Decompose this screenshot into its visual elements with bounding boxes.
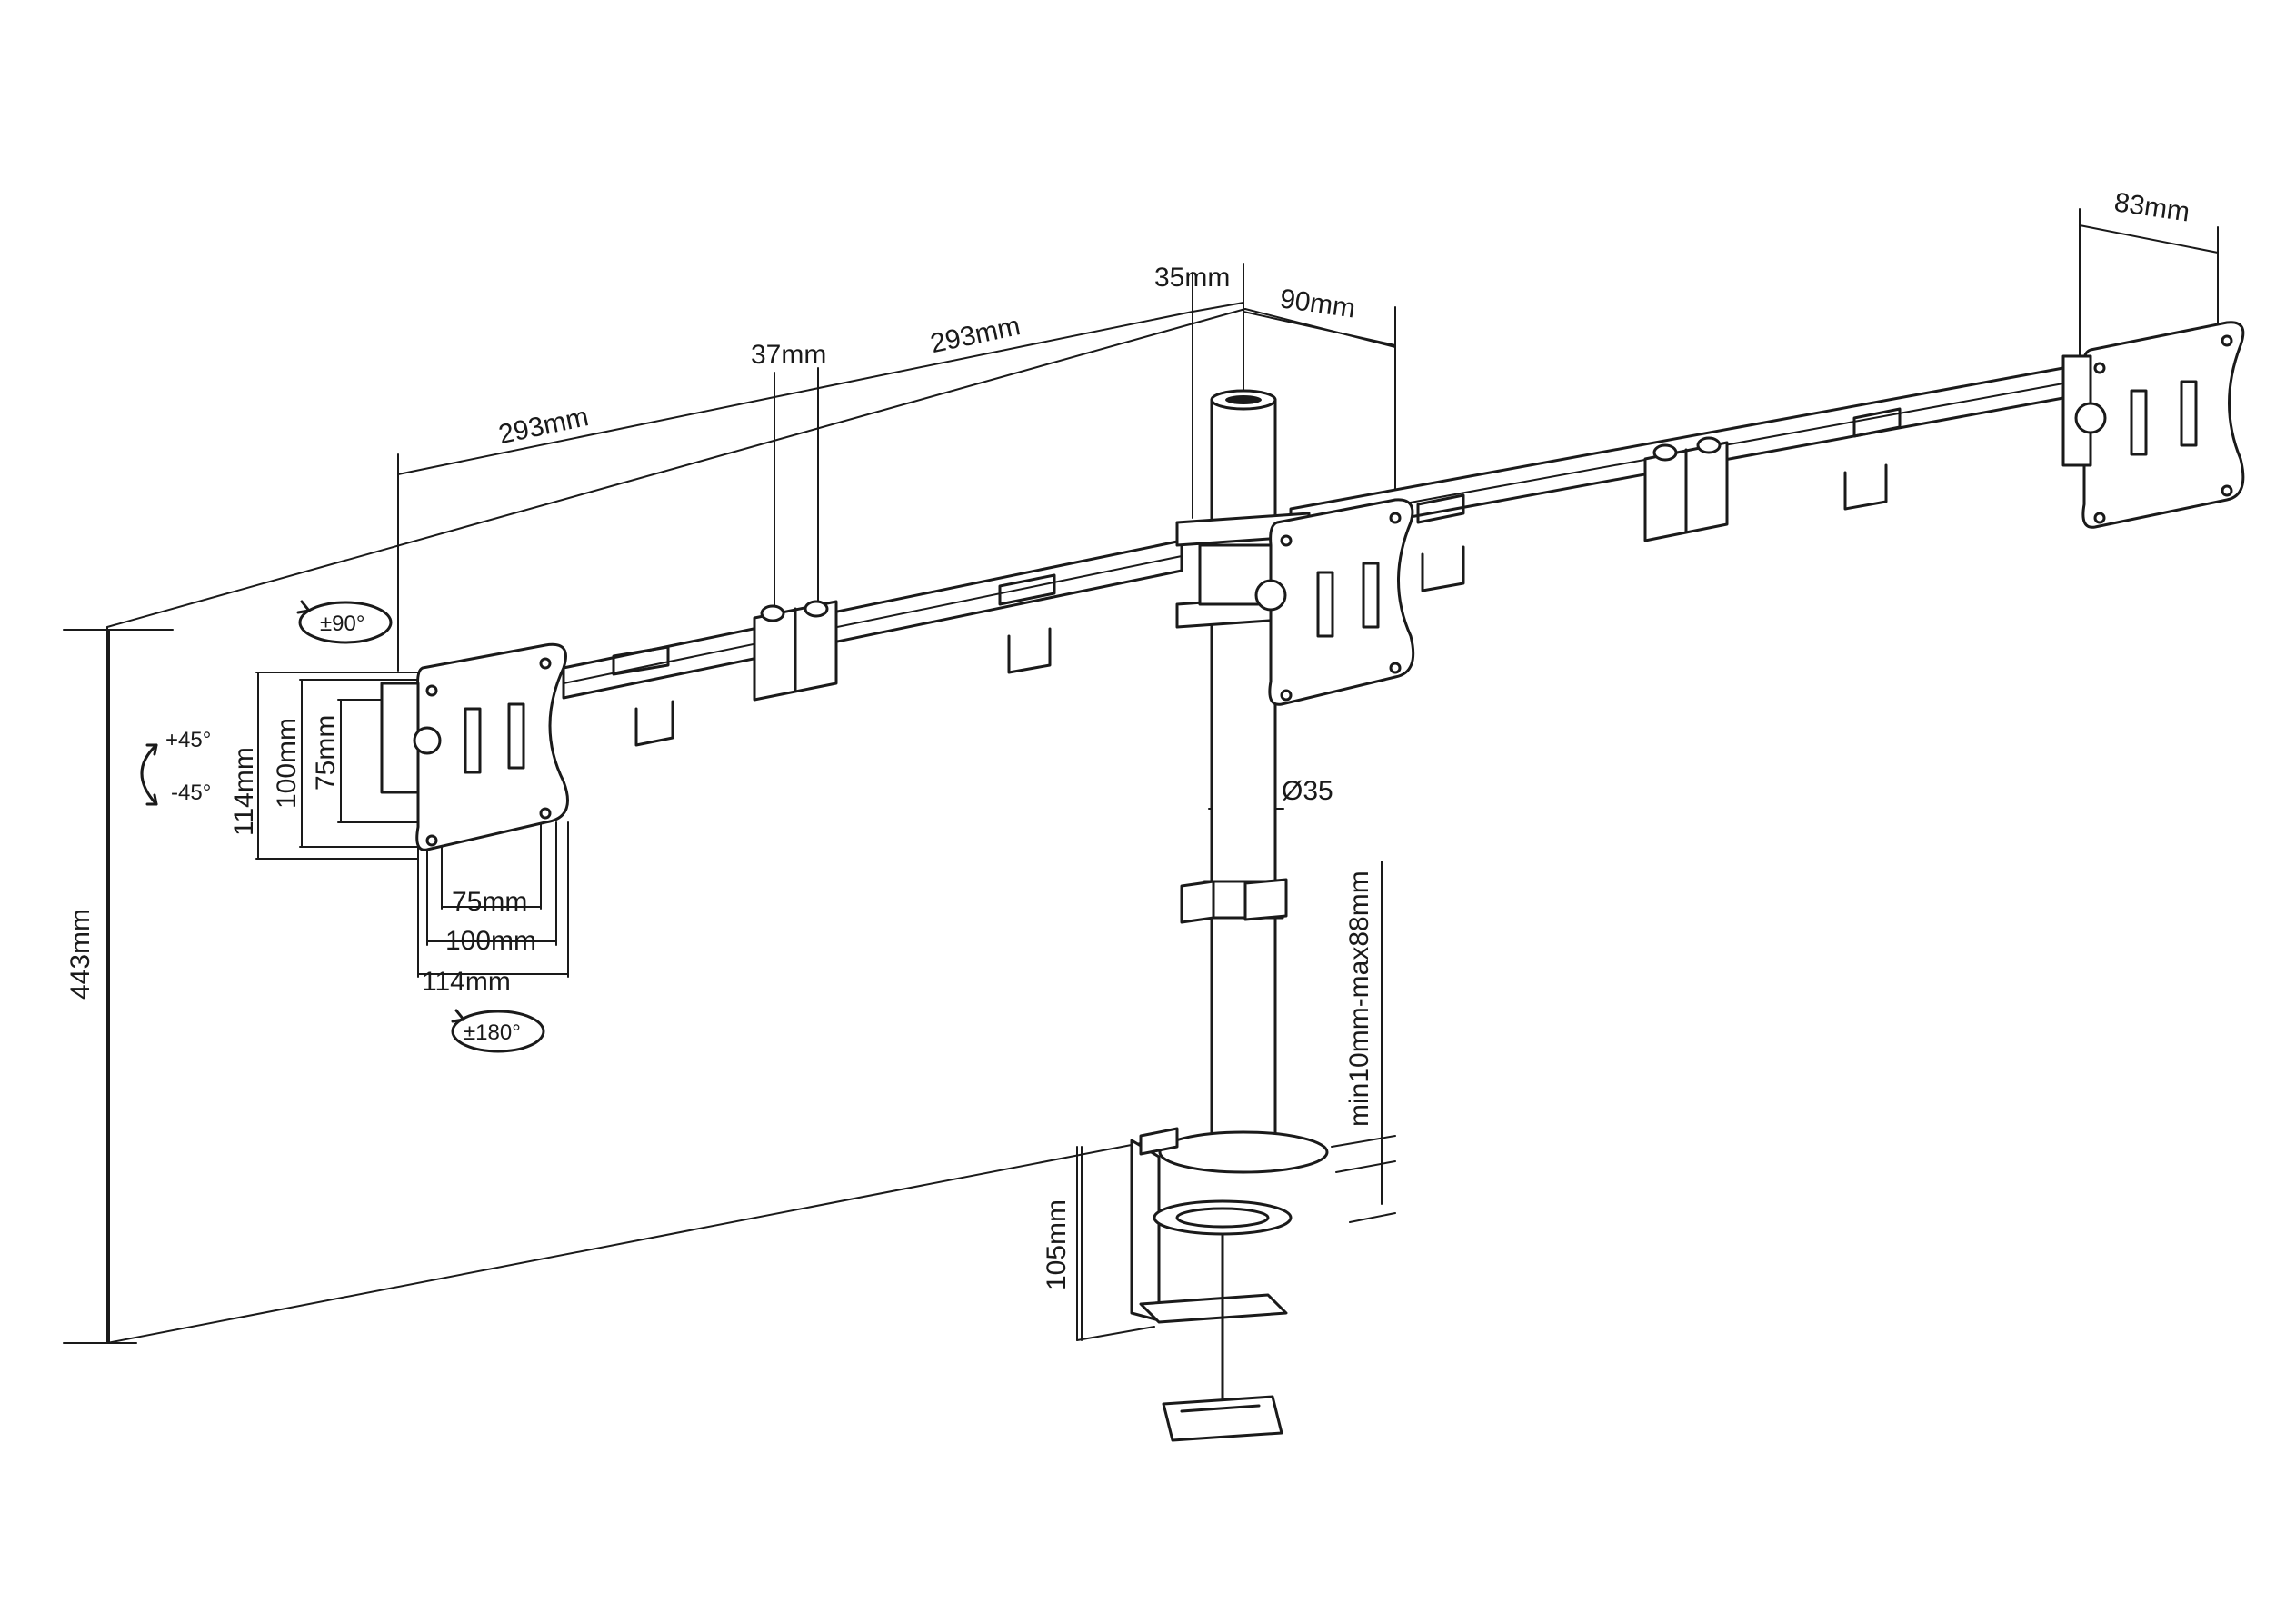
label-clamp-range: min10mm-max88mm [1344,871,1374,1127]
label-arm-left-length: 293mm [496,402,592,450]
label-pole-top: 35mm [1154,263,1230,293]
cable-clips [612,407,1902,747]
rotate-90-icon [296,600,393,644]
desk-clamp [1130,1127,1329,1442]
label-vesa-h-75: 75mm [452,887,527,917]
label-arm-right-length: 293mm [928,311,1023,359]
arm-joint-right [1643,436,1729,542]
label-tilt-down: -45° [171,781,211,805]
dimension-lines [63,208,2219,1344]
swivel-180-icon [451,1009,545,1053]
label-joint-gap: 37mm [751,340,826,370]
wall-and-desk-outline [106,308,1396,1344]
label-pole-offset: 90mm [1278,284,1357,323]
label-clamp-height: 105mm [1042,1199,1072,1290]
label-pole-diameter: Ø35 [1282,776,1333,806]
arm-left [562,539,1183,700]
label-vesa-v-114: 114mm [229,747,259,836]
arm-joint-left [753,600,838,702]
label-plate-depth: 83mm [2112,187,2191,227]
pole [1175,389,1311,1156]
label-vesa-v-75: 75mm [311,715,341,791]
rotation-labels: ±90° +45° -45° ±180° [165,612,521,1045]
label-vesa-h-100: 100mm [445,926,536,956]
label-vesa-v-100: 100mm [272,718,302,809]
tilt-icon [140,743,158,806]
vesa-plate-right [2061,321,2245,529]
label-rotate-90: ±90° [320,612,364,636]
vesa-plate-left [380,642,569,851]
label-tilt-up: +45° [165,728,211,752]
vesa-plate-center [1254,498,1415,706]
label-total-height: 443mm [65,909,95,1000]
label-swivel-180: ±180° [464,1020,521,1045]
label-vesa-h-114: 114mm [422,967,511,997]
